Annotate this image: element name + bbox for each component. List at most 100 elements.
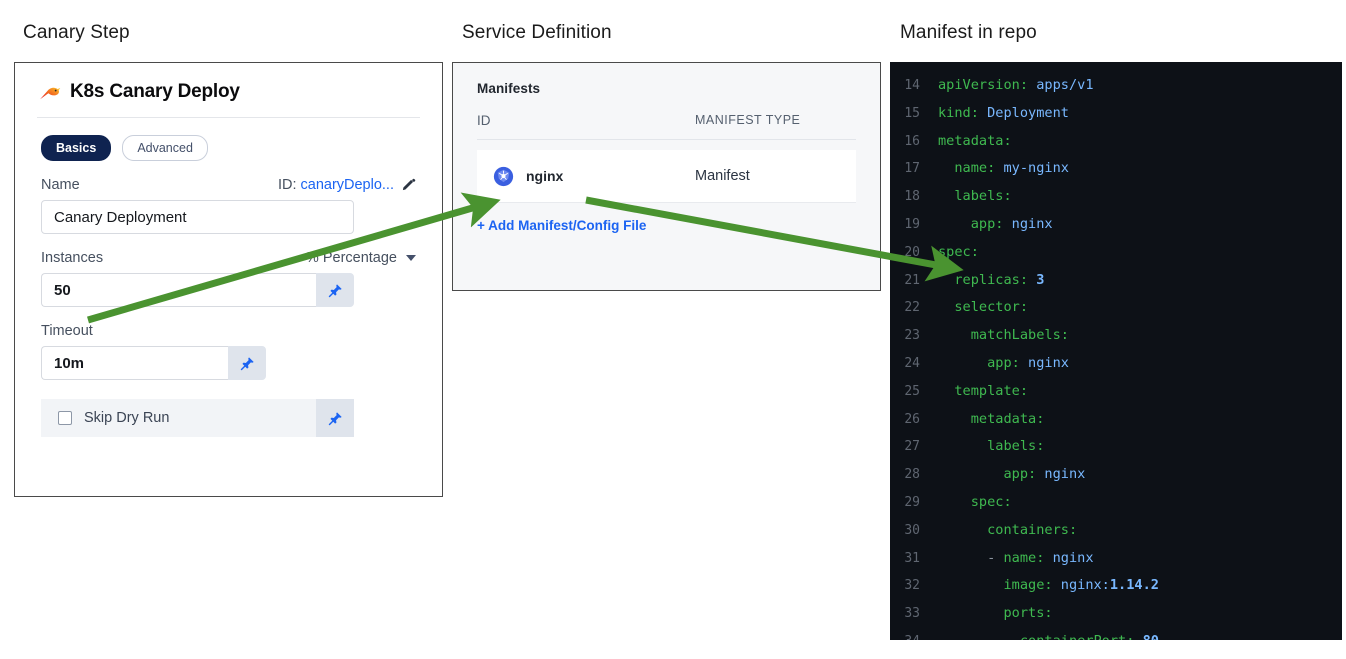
timeout-input-group: 10m xyxy=(41,346,266,381)
code-text: app: nginx xyxy=(938,350,1069,378)
line-number: 14 xyxy=(904,78,920,93)
step-body: Basics Advanced Name ID: canaryDeplo... … xyxy=(15,135,442,438)
heading-service-definition: Service Definition xyxy=(462,22,612,43)
code-text: metadata: xyxy=(938,128,1012,156)
code-token: spec: xyxy=(938,493,1012,510)
code-line[interactable]: 23 matchLabels: xyxy=(890,322,1342,350)
timeout-input[interactable]: 10m xyxy=(41,346,228,381)
line-number: 31 xyxy=(904,550,920,566)
line-number: 18 xyxy=(904,189,920,205)
code-line[interactable]: 28 app: nginx xyxy=(890,461,1342,489)
skip-dry-run-checkbox[interactable] xyxy=(58,411,72,426)
code-line[interactable]: 24 app: nginx xyxy=(890,350,1342,378)
code-text: app: nginx xyxy=(938,211,1053,239)
code-token: - xyxy=(938,549,1004,566)
code-token: name: xyxy=(1003,549,1053,566)
tab-basics[interactable]: Basics xyxy=(41,135,112,162)
code-line[interactable]: 30 containers: xyxy=(890,517,1342,545)
code-line[interactable]: 22 selector: xyxy=(890,294,1342,322)
code-line[interactable]: 17 name: my-nginx xyxy=(890,155,1342,183)
code-text: app: nginx xyxy=(938,461,1085,489)
code-token: metadata: xyxy=(938,132,1012,149)
instances-input[interactable]: 50 xyxy=(41,273,316,308)
line-number: 17 xyxy=(904,161,920,177)
code-line[interactable]: 25 template: xyxy=(890,378,1342,406)
code-token: 1.14.2 xyxy=(1109,577,1159,594)
instances-label-row: Instances % Percentage xyxy=(41,250,416,266)
code-line[interactable]: 27 labels: xyxy=(890,433,1342,461)
manifest-id-value: nginx xyxy=(526,168,564,184)
code-text: selector: xyxy=(938,294,1028,322)
skip-dry-run-pin-button[interactable] xyxy=(316,399,354,438)
timeout-pin-button[interactable] xyxy=(228,346,266,381)
code-line[interactable]: 18 labels: xyxy=(890,183,1342,211)
table-row[interactable]: nginx Manifest xyxy=(477,150,856,203)
code-token: labels: xyxy=(938,188,1012,205)
code-token: 3 xyxy=(1036,271,1045,288)
name-input[interactable]: Canary Deployment xyxy=(41,200,354,235)
instances-unit-value: % Percentage xyxy=(305,250,397,267)
skip-dry-run-left: Skip Dry Run xyxy=(41,410,169,426)
code-token: image: xyxy=(938,577,1061,594)
skip-dry-run-row[interactable]: Skip Dry Run xyxy=(41,399,354,438)
chevron-down-icon xyxy=(406,255,416,262)
code-line[interactable]: 26 metadata: xyxy=(890,406,1342,434)
code-line[interactable]: 31 - name: nginx xyxy=(890,545,1342,573)
manifest-id-cell: nginx xyxy=(477,166,695,187)
code-text: spec: xyxy=(938,489,1012,517)
code-text: replicas: 3 xyxy=(938,267,1044,295)
code-token: app: xyxy=(938,215,1012,232)
code-text: - containerPort: 80 xyxy=(938,628,1159,640)
instances-label: Instances xyxy=(41,250,104,267)
code-token: apiVersion: xyxy=(938,77,1037,93)
tab-group: Basics Advanced xyxy=(41,135,416,162)
code-line[interactable]: 32 image: nginx:1.14.2 xyxy=(890,572,1342,600)
code-text: name: my-nginx xyxy=(938,155,1069,183)
code-line[interactable]: 21 replicas: 3 xyxy=(890,267,1342,295)
line-number: 27 xyxy=(904,439,920,455)
line-number: 16 xyxy=(904,133,920,149)
tab-advanced[interactable]: Advanced xyxy=(122,135,208,162)
column-header-id: ID xyxy=(477,113,491,128)
line-number: 21 xyxy=(904,272,920,288)
name-label-row: Name ID: canaryDeplo... xyxy=(41,177,416,193)
id-value[interactable]: canaryDeplo... xyxy=(300,177,395,194)
canary-step-panel: K8s Canary Deploy Basics Advanced Name I… xyxy=(14,62,443,497)
line-number: 20 xyxy=(904,244,920,260)
manifests-table-header: ID MANIFEST TYPE xyxy=(477,113,856,140)
pin-icon xyxy=(328,412,342,426)
code-token: Deployment xyxy=(987,104,1069,121)
code-line[interactable]: 29 spec: xyxy=(890,489,1342,517)
code-token: nginx xyxy=(1011,215,1053,232)
line-number: 32 xyxy=(904,578,920,594)
code-text: - name: nginx xyxy=(938,545,1094,573)
timeout-label: Timeout xyxy=(41,323,93,340)
code-token: kind: xyxy=(938,104,988,121)
id-text: ID: canaryDeplo... xyxy=(278,177,394,193)
line-number: 25 xyxy=(904,383,920,399)
add-manifest-link[interactable]: + Add Manifest/Config File xyxy=(477,218,647,233)
code-token: ports: xyxy=(938,605,1053,622)
name-label: Name xyxy=(41,177,80,194)
instances-unit-select[interactable]: % Percentage xyxy=(306,250,416,266)
name-input-value: Canary Deployment xyxy=(54,208,187,226)
code-line[interactable]: 34 - containerPort: 80 xyxy=(890,628,1342,640)
pin-icon xyxy=(328,284,342,298)
code-token: nginx xyxy=(1052,549,1094,566)
code-token: my-nginx xyxy=(1003,160,1069,177)
instances-pin-button[interactable] xyxy=(316,273,354,308)
id-prefix: ID: xyxy=(277,177,297,194)
column-header-manifest-type: MANIFEST TYPE xyxy=(695,113,801,127)
code-line[interactable]: 16 metadata: xyxy=(890,128,1342,156)
code-line[interactable]: 19 app: nginx xyxy=(890,211,1342,239)
heading-manifest-in-repo: Manifest in repo xyxy=(900,22,1037,43)
pencil-icon[interactable] xyxy=(402,178,416,192)
code-line[interactable]: 33 ports: xyxy=(890,600,1342,628)
step-header: K8s Canary Deploy xyxy=(15,63,442,103)
